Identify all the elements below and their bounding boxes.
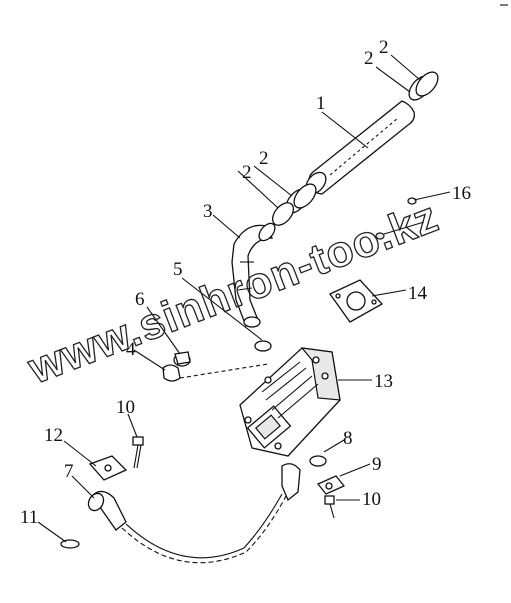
callout-12: 12	[44, 425, 63, 446]
part-12-bracket	[88, 455, 128, 481]
callout-10-left: 10	[116, 397, 135, 418]
callout-9: 9	[372, 454, 382, 475]
leader-lines	[37, 54, 451, 543]
part-8-o-ring	[309, 455, 327, 467]
callout-4: 4	[126, 339, 136, 360]
callout-1: 1	[316, 93, 326, 114]
callout-16: 16	[452, 183, 471, 204]
part-1-intake-tube	[305, 100, 416, 195]
callout-6: 6	[135, 289, 145, 310]
callout-10-right: 10	[362, 489, 381, 510]
callout-14: 14	[408, 283, 428, 304]
outlet-fitting	[121, 463, 301, 564]
callout-7: 7	[64, 461, 74, 482]
callout-2-lower-a: 2	[242, 162, 252, 183]
callout-5: 5	[173, 259, 183, 280]
part-16-bolts	[375, 197, 417, 240]
part-9-bracket	[316, 475, 346, 495]
callout-3: 3	[203, 201, 213, 222]
part-14-gasket	[329, 279, 384, 323]
callout-11: 11	[20, 507, 38, 528]
part-3-bent-hose	[231, 222, 276, 328]
part-13-compressor	[239, 347, 341, 457]
part-7-elbow	[87, 490, 127, 531]
part-2-clamps	[271, 71, 439, 226]
callout-2-upper-b: 2	[379, 37, 389, 58]
watermark-text: www.sinhron-too.kz	[21, 192, 445, 394]
part-6-clamp	[173, 351, 191, 367]
part-11-o-ring	[60, 539, 80, 549]
part-5-o-ring	[254, 340, 272, 352]
part-4-fitting	[162, 363, 269, 382]
callout-8: 8	[343, 428, 353, 449]
callout-2-upper-a: 2	[364, 48, 374, 69]
part-10-bolts	[132, 436, 335, 519]
callout-labels: 1 2 2 2 2 3 4 5 6 7 8 9 10 10 11 12 13 1…	[20, 37, 471, 528]
callout-13: 13	[374, 371, 393, 392]
callout-2-lower-b: 2	[259, 148, 269, 169]
